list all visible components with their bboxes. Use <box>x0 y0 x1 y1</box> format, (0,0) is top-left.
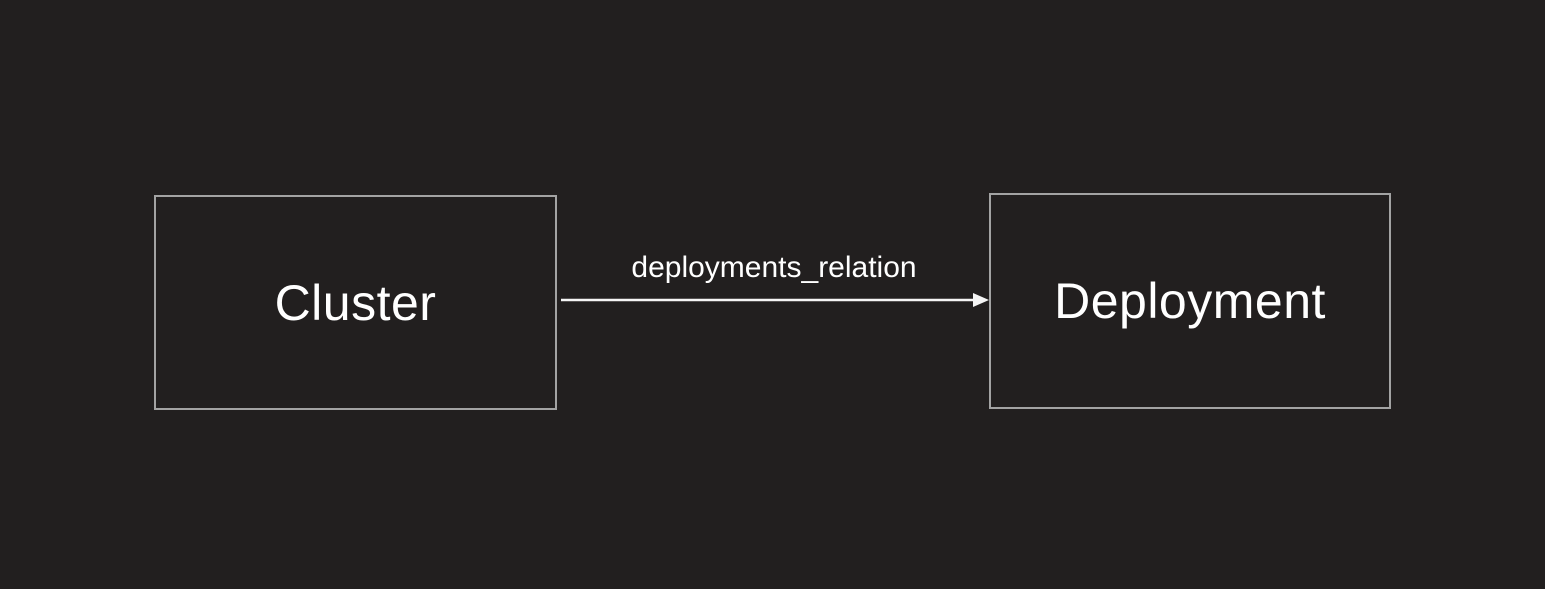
edge-label: deployments_relation <box>631 251 917 284</box>
node-deployment-label: Deployment <box>1054 273 1326 329</box>
arrowhead-icon <box>973 293 989 307</box>
node-cluster[interactable]: Cluster <box>154 195 557 410</box>
node-deployment[interactable]: Deployment <box>989 193 1391 409</box>
node-cluster-label: Cluster <box>274 274 437 331</box>
edge-arrow <box>561 293 989 307</box>
